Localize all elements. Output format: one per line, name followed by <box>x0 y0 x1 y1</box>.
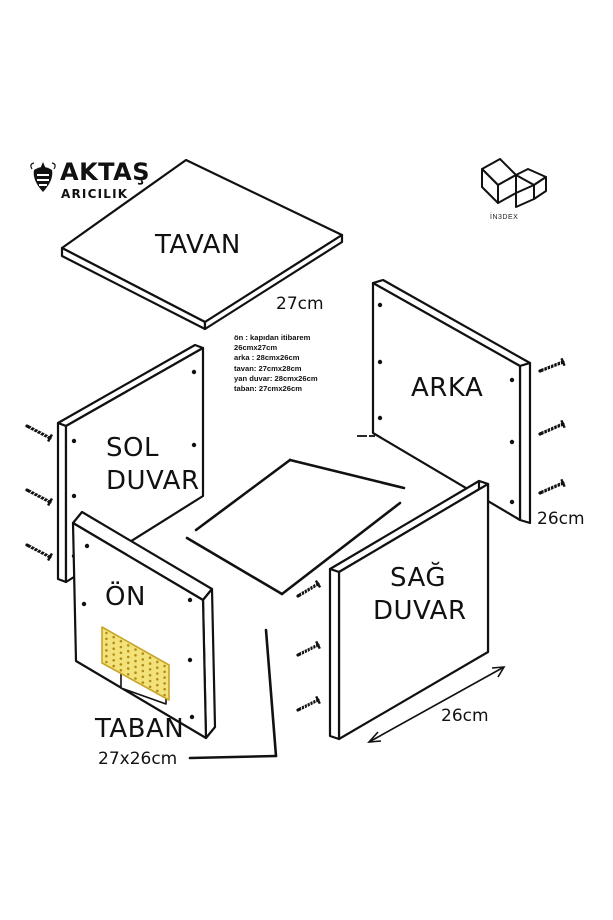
note-line: 26cmx27cm <box>234 343 278 353</box>
vent-hole <box>134 648 137 651</box>
brand-tagline: ARICILIK <box>61 187 129 201</box>
screw <box>538 419 566 436</box>
vent-hole <box>141 658 145 661</box>
top-panel <box>60 158 344 331</box>
screw <box>296 695 321 712</box>
index-box-icon <box>481 158 547 208</box>
vent-hole <box>112 653 115 656</box>
vent-hole <box>141 663 145 667</box>
label-left-wall-1: SOL <box>106 433 159 463</box>
vent-hole <box>163 664 166 668</box>
dim-back-height: 26cm <box>537 509 585 529</box>
screw <box>538 478 566 495</box>
vent-hole <box>148 662 152 665</box>
vent-hole <box>163 670 166 674</box>
vent-hole <box>134 659 137 663</box>
vent-hole <box>141 669 145 673</box>
note-line: taban: 27cmx26cm <box>234 384 302 394</box>
screw <box>538 357 566 373</box>
vent-hole <box>156 666 159 669</box>
label-top-panel: TAVAN <box>155 230 241 260</box>
screw <box>296 579 322 598</box>
vent-hole <box>156 683 159 687</box>
entrance-vent <box>101 626 170 705</box>
vent-hole <box>134 665 137 669</box>
vent-hole <box>148 685 152 689</box>
screw <box>25 543 53 562</box>
screw-holes <box>81 543 195 720</box>
vent-hole <box>105 643 108 646</box>
vent-hole <box>112 659 115 662</box>
vent-hole <box>141 681 145 684</box>
vent-hole <box>126 673 130 676</box>
index-label: İN3DEX <box>490 214 519 221</box>
note-line: ön : kapıdan itibarem <box>234 333 311 342</box>
vent-hole <box>126 667 130 670</box>
bee-icon <box>30 162 56 192</box>
vent-hole <box>148 679 152 683</box>
vent-hole <box>141 675 145 679</box>
vent-hole <box>119 639 123 643</box>
vent-hole <box>156 678 159 681</box>
vent-hole <box>141 652 145 655</box>
vent-hole <box>119 651 123 655</box>
label-back-panel: ARKA <box>411 373 484 403</box>
label-bottom-panel: TABAN <box>95 714 185 744</box>
vent-hole <box>134 654 137 657</box>
screws <box>25 357 566 712</box>
vent-hole <box>163 693 166 697</box>
vent-hole <box>156 689 159 693</box>
note-line: arka : 28cmx26cm <box>234 353 300 363</box>
front-panel <box>71 510 217 740</box>
vent-hole <box>105 660 108 664</box>
brand-name: AKTAŞ <box>60 158 151 186</box>
note-line: yan duvar: 28cmx26cm <box>234 373 318 383</box>
vent-hole <box>156 660 159 664</box>
vent-hole <box>119 645 123 649</box>
vent-hole <box>126 655 130 659</box>
vent-hole <box>134 677 137 680</box>
back-panel <box>371 278 532 525</box>
vent-hole <box>112 635 115 639</box>
screw <box>25 488 53 507</box>
screw <box>296 640 321 657</box>
vent-hole <box>119 657 123 660</box>
label-left-wall-2: DUVAR <box>106 466 200 496</box>
vent-hole <box>112 647 115 650</box>
vent-hole <box>126 649 130 653</box>
dim-bottom-size: 27x26cm <box>98 749 178 769</box>
vent-hole <box>105 631 108 635</box>
vent-hole <box>119 669 123 672</box>
dimension-arrow <box>367 666 506 743</box>
label-right-wall-2: DUVAR <box>373 596 467 626</box>
brand-logo: AKTAŞ ARICILIK <box>30 158 150 208</box>
vent-hole <box>126 661 130 665</box>
vent-hole <box>148 668 152 671</box>
vent-hole <box>119 663 123 666</box>
screw <box>25 424 53 443</box>
vent-hole <box>163 682 166 685</box>
screw-holes <box>377 302 515 505</box>
vent-hole <box>148 673 152 677</box>
label-front-panel: ÖN <box>105 582 146 612</box>
dim-right-wall-length: 26cm <box>441 706 489 726</box>
vent-hole <box>156 672 159 675</box>
dim-top-width: 27cm <box>276 294 324 314</box>
bottom-panel <box>185 458 406 760</box>
vent-hole <box>126 644 130 647</box>
measurement-notes: ön : kapıdan itibarem 26cmx27cm arka : 2… <box>234 333 364 394</box>
vent-hole <box>134 671 137 674</box>
vent-hole <box>148 656 152 659</box>
vent-hole <box>112 641 115 645</box>
vent-hole <box>105 637 108 641</box>
label-right-wall-1: SAĞ <box>390 563 446 593</box>
right-wall-panel <box>328 479 490 741</box>
vent-hole <box>163 676 166 679</box>
vent-hole <box>105 649 108 652</box>
vent-hole <box>105 654 108 658</box>
vent-hole <box>163 687 166 691</box>
note-line: tavan: 27cmx28cm <box>234 363 302 373</box>
vent-hole <box>112 664 115 668</box>
